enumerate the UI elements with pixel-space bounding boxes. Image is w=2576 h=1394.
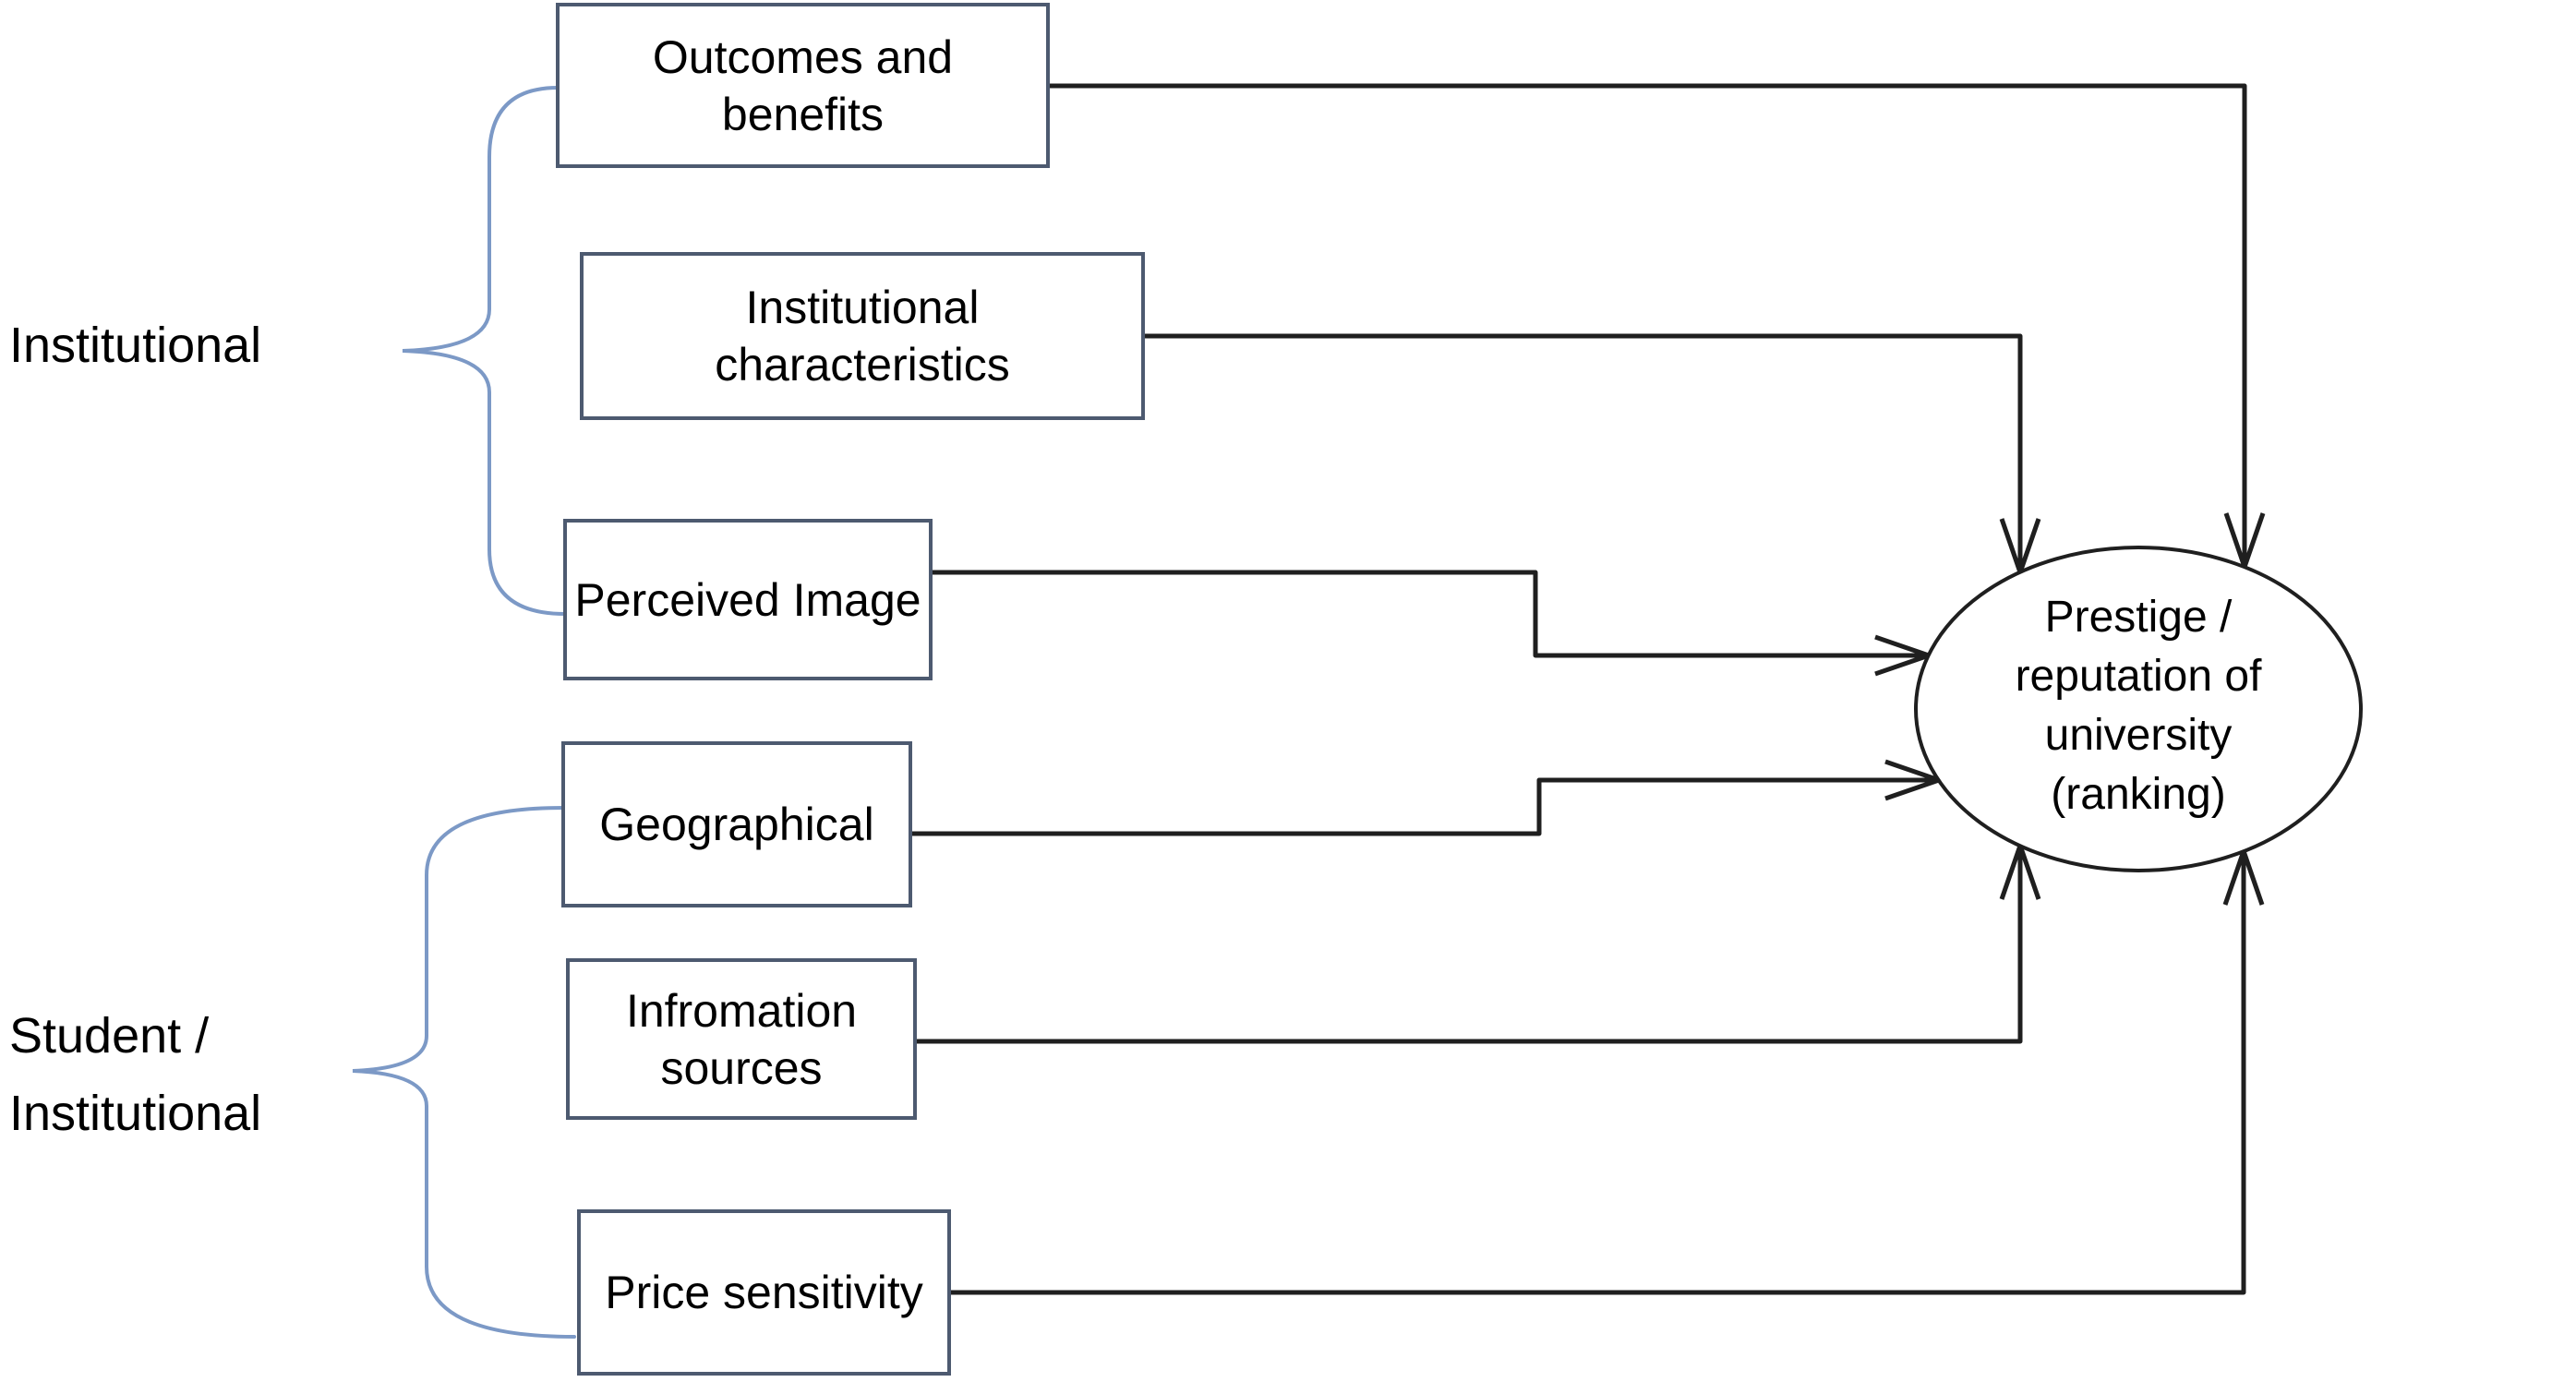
group-label-institutional: Institutional [9, 318, 262, 373]
box-institutional-characteristics: Institutional characteristics [580, 252, 1145, 420]
box-outcomes-and-benefits: Outcomes and benefits [556, 3, 1050, 168]
arrow-characteristics-to-prestige [1145, 333, 2041, 575]
ellipse-prestige-outline [1914, 546, 2363, 872]
box-information-sources: Infromation sources [566, 958, 917, 1120]
ellipse-prestige-label: Prestige / reputation of university (ran… [2015, 593, 2262, 819]
arrow-information-sources-to-prestige [917, 843, 2041, 1044]
brace-institutional [402, 86, 567, 616]
arrow-perceived-image-to-prestige [933, 570, 1932, 677]
box-geographical: Geographical [561, 741, 912, 907]
box-price-sensitivity: Price sensitivity [577, 1209, 951, 1376]
arrow-price-sensitivity-to-prestige [951, 848, 2265, 1295]
brace-student-institutional [352, 806, 576, 1339]
group-label-student-institutional: Student / Institutional [9, 1008, 262, 1141]
arrow-outcomes-to-prestige [1050, 83, 2266, 570]
box-perceived-image: Perceived Image [563, 519, 933, 680]
arrow-geographical-to-prestige [912, 759, 1942, 836]
